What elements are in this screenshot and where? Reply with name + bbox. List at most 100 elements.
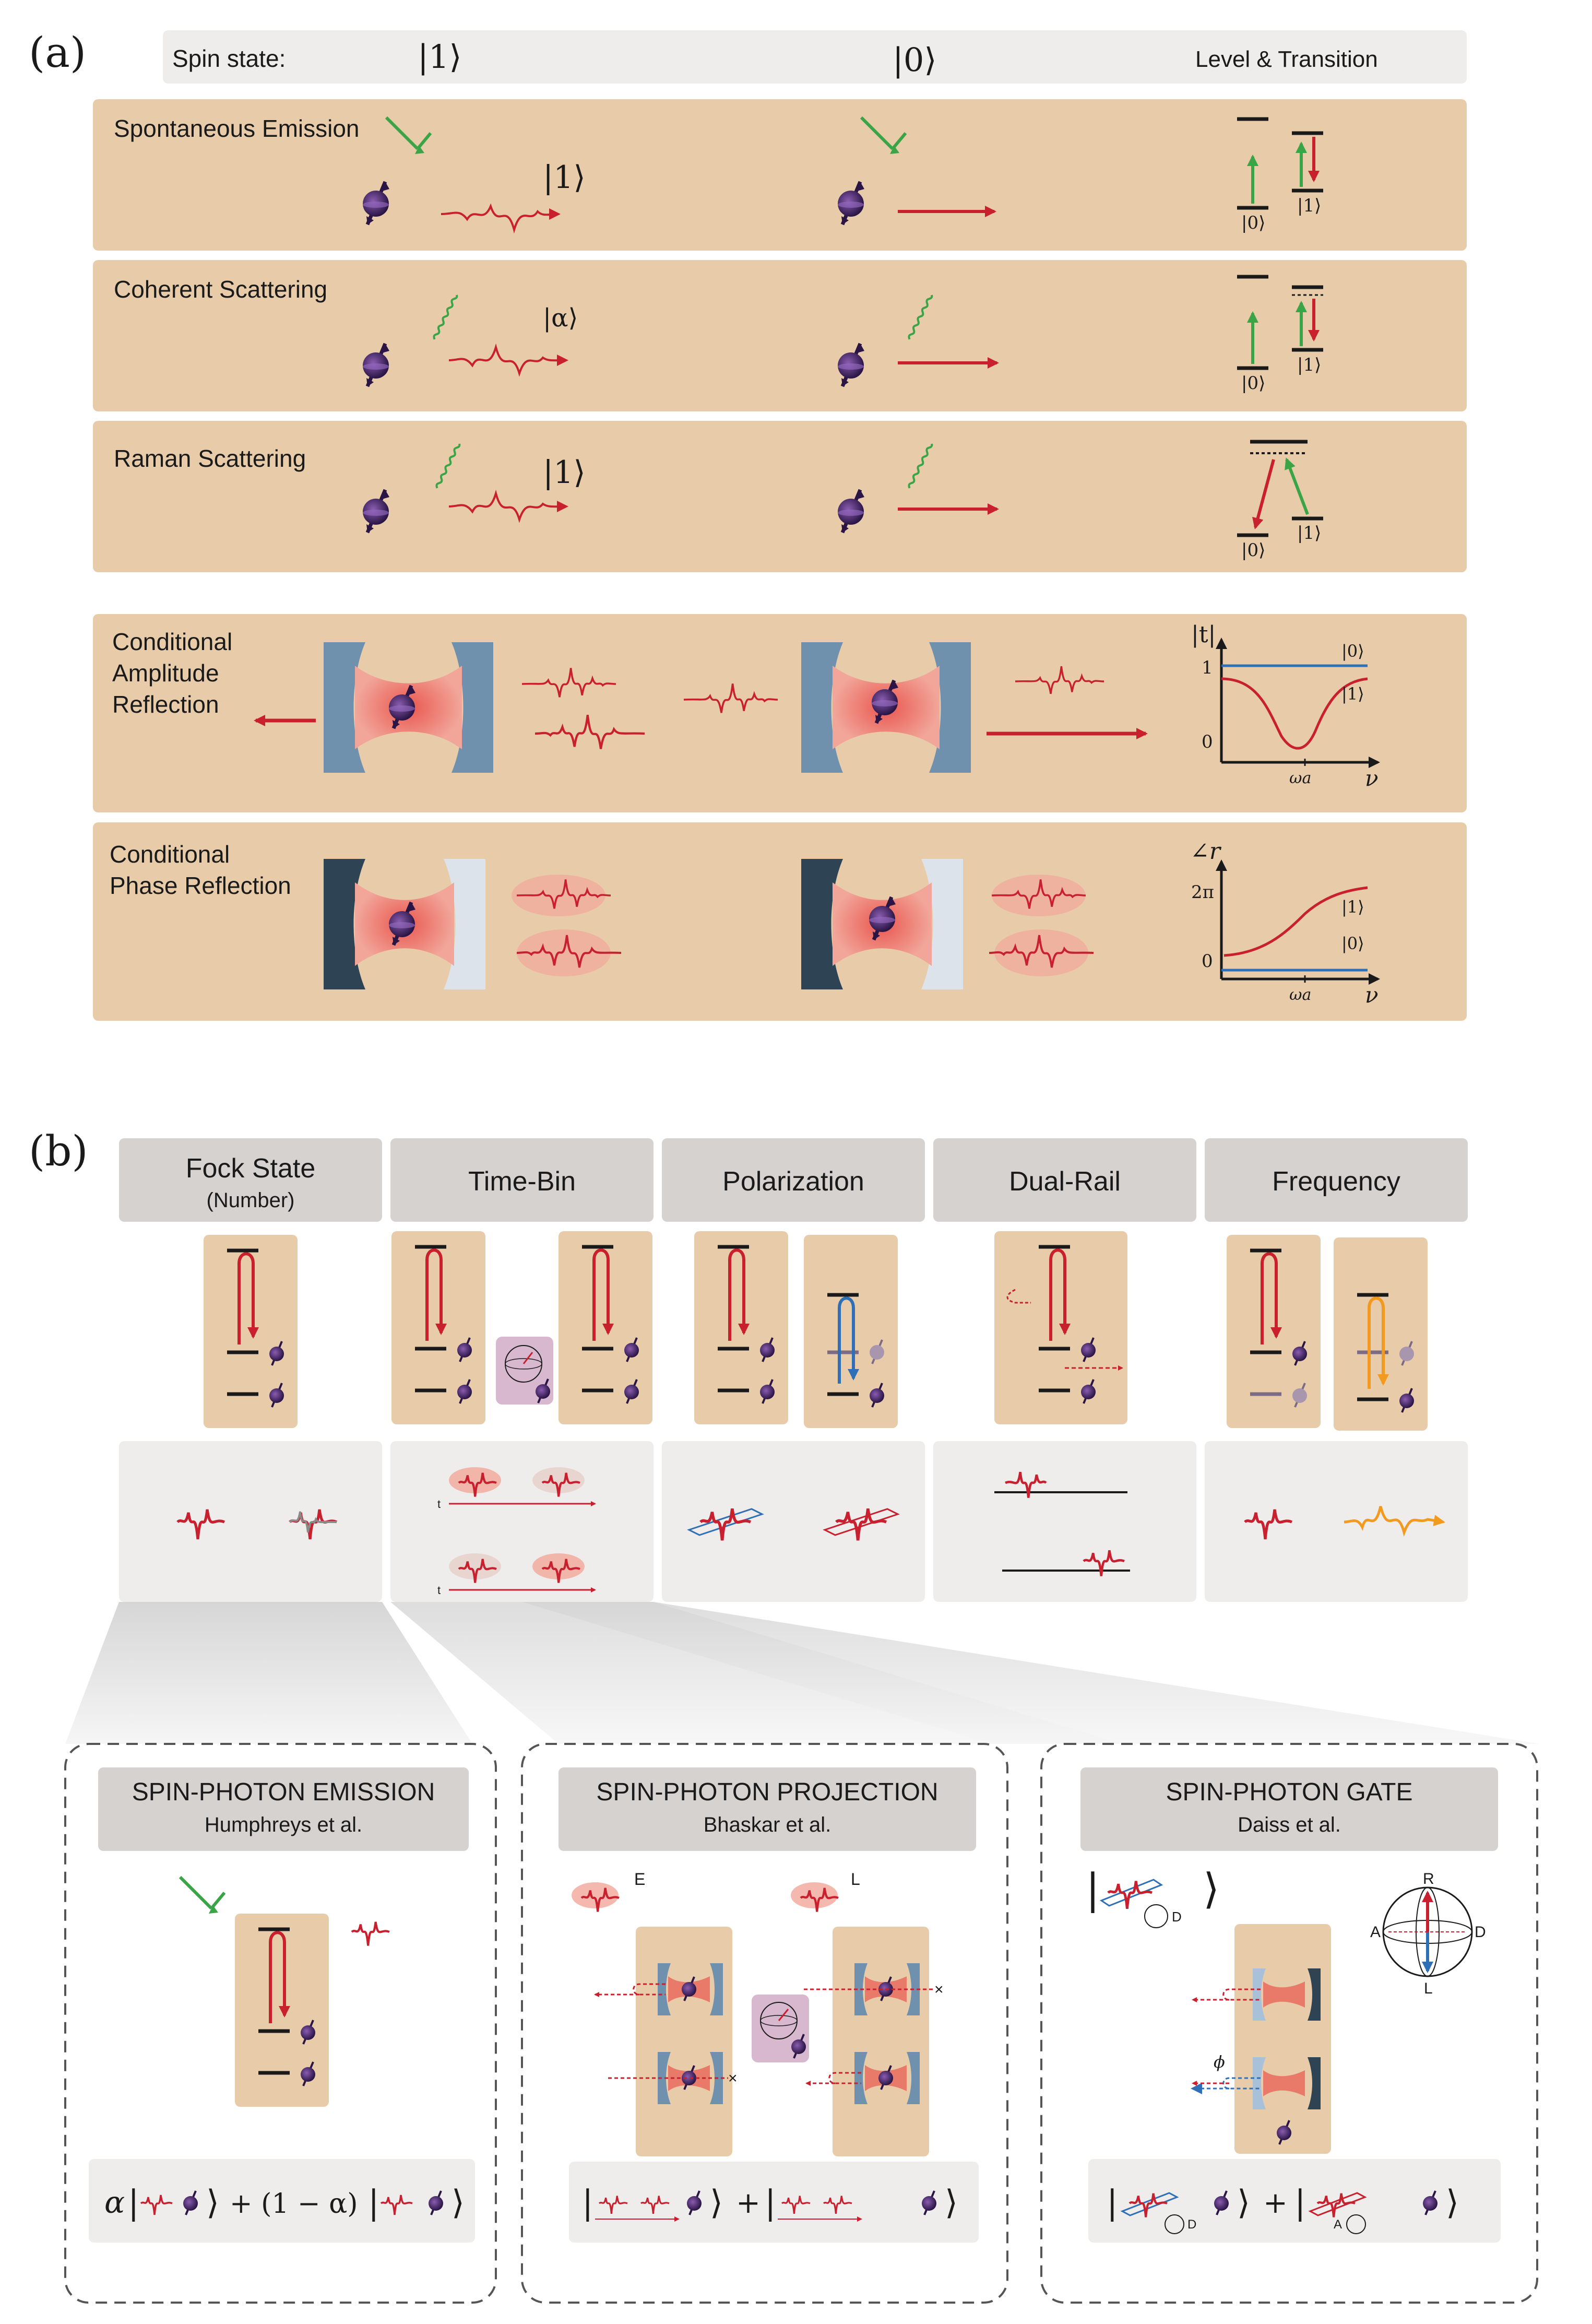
state-bracket: ⟩: [1446, 2184, 1459, 2222]
level-ket-0: |0⟩: [1241, 540, 1265, 561]
encoding-title: Frequency: [1272, 1166, 1400, 1197]
photon-box-timebin: [390, 1441, 654, 1602]
plot-xlabel: ν: [1365, 982, 1379, 1008]
svg-text:×: ×: [934, 1981, 944, 1998]
level-ket-0: |0⟩: [1241, 373, 1265, 394]
phase-label: ϕ: [1214, 2052, 1225, 2072]
panel-a-label: (a): [29, 28, 86, 77]
panel-b-label: (b): [29, 1127, 88, 1175]
curve-label-1: |1⟩: [1341, 897, 1364, 917]
level-transition-label: Level & Transition: [1195, 46, 1378, 72]
state-plus: +: [736, 2186, 761, 2220]
polarized-photon-v: [823, 1508, 900, 1540]
level-box-early: [391, 1231, 485, 1424]
cavity-asymmetric: [801, 859, 963, 989]
spin-state-header: [163, 30, 1467, 84]
encoding-title: Polarization: [722, 1166, 864, 1197]
plot-ytick: 0: [1202, 732, 1213, 752]
state-bracket: |: [128, 2184, 139, 2222]
scattered-photon: [448, 343, 568, 377]
sphere-label: D: [1475, 1924, 1486, 1941]
spin-state-label: Spin state:: [172, 45, 286, 72]
cavity-stack-left: ×: [594, 1927, 738, 2156]
plot-ytick: 1: [1202, 657, 1213, 678]
zoom-fan: [65, 1602, 472, 1744]
ket-zero-header: |0⟩: [893, 41, 937, 79]
level-diagram-1: [1237, 275, 1323, 370]
sphere-label: D: [1187, 2217, 1196, 2232]
plot-marker: ωa: [1289, 986, 1311, 1004]
state-bracket: ⟩: [1237, 2184, 1250, 2222]
level-box-pol-v: [804, 1235, 898, 1428]
state-bracket: |: [368, 2184, 379, 2222]
plot-marker: ωa: [1289, 769, 1311, 787]
row-raman-scattering: [93, 421, 1467, 572]
phase-plot: [1216, 859, 1380, 985]
state-box: [1088, 2159, 1501, 2243]
level-box-pol-h: [694, 1231, 788, 1424]
photon-orange: [1344, 1506, 1445, 1537]
photon-ket: |1⟩: [543, 159, 586, 196]
plot-xlabel: ν: [1365, 765, 1379, 791]
bin-label-early: E: [634, 1870, 645, 1889]
curve-label-1: |1⟩: [1341, 684, 1364, 704]
encoding-header-fock: [119, 1138, 382, 1222]
sphere-label: R: [1423, 1870, 1434, 1887]
state-bracket: ⟩: [710, 2184, 723, 2222]
title-line: Amplitude: [112, 659, 219, 687]
encoding-header-timebin: [390, 1138, 654, 1222]
sphere-label: L: [1424, 1980, 1433, 1997]
encoding-title: Time-Bin: [468, 1166, 576, 1197]
level-diagram-0: [1237, 117, 1323, 210]
protocol-title: SPIN-PHOTON PROJECTION: [596, 1778, 938, 1806]
plot-ytick: 2π: [1191, 882, 1214, 903]
level-box-freq-1: [1227, 1235, 1321, 1428]
ket-one-header: |1⟩: [418, 38, 462, 76]
cavity: [324, 642, 493, 773]
state-bracket: |: [1107, 2184, 1118, 2222]
level-box: [235, 1914, 329, 2107]
encoding-header-frequency: [1205, 1138, 1468, 1222]
amplitude-plot: [1216, 638, 1380, 768]
encoding-header-polarization: [662, 1138, 925, 1222]
state-alpha: α: [104, 2185, 125, 2220]
poincare-sphere: [1382, 1886, 1473, 1977]
level-box-fock: [204, 1235, 298, 1428]
bin-label-late: L: [851, 1870, 860, 1889]
sphere-label: D: [1172, 1909, 1182, 1925]
sphere-label: A: [1334, 2217, 1342, 2232]
title-line: Reflection: [112, 691, 219, 718]
zoom-fan: [522, 1602, 1122, 1744]
level-ket-0: |0⟩: [1241, 213, 1265, 233]
plot-ylabel: |t|: [1191, 621, 1216, 648]
cavity-asymmetric: [324, 859, 485, 989]
title-line: Conditional: [110, 841, 230, 868]
row-spontaneous-emission: [93, 99, 1467, 251]
encoding-title: Dual-Rail: [1009, 1166, 1121, 1197]
state-box: [89, 2159, 475, 2243]
title-line: Phase Reflection: [110, 872, 291, 899]
time-label: t: [437, 1497, 441, 1511]
state-bracket: |: [1294, 2184, 1306, 2222]
protocol-title: SPIN-PHOTON GATE: [1166, 1778, 1413, 1806]
vacuum-photon: [289, 1511, 337, 1533]
state-plus: +: [1263, 2186, 1288, 2220]
bloch-sphere-icon: [496, 1337, 553, 1405]
state-bracket: ⟩: [945, 2184, 958, 2222]
state-bracket: |: [1086, 1865, 1100, 1913]
photon-ket: |1⟩: [543, 454, 586, 491]
bloch-sphere-icon: [752, 1995, 809, 2062]
level-ket-1: |1⟩: [1297, 195, 1321, 216]
protocol-header: [559, 1767, 976, 1851]
state-bracket: |: [765, 2184, 776, 2222]
svg-text:×: ×: [728, 2070, 738, 2087]
state-bracket: |: [582, 2184, 593, 2222]
photon-box-polarization: [662, 1441, 925, 1602]
cavity: [801, 642, 971, 773]
protocol-title: SPIN-PHOTON EMISSION: [132, 1778, 435, 1806]
state-bracket: ⟩: [1203, 1865, 1219, 1913]
state-box: [569, 2162, 979, 2243]
raman-photon: [448, 489, 568, 523]
sphere-label: A: [1370, 1924, 1381, 1941]
